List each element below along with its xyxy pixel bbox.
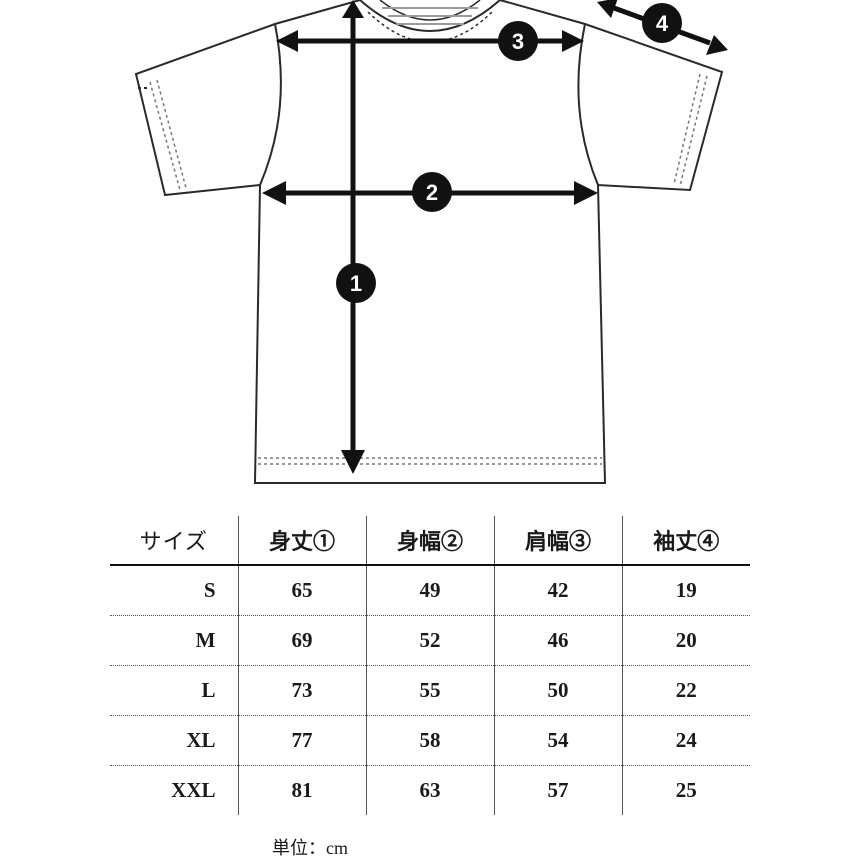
size-label: M — [110, 615, 238, 666]
table-cell: 63 — [365, 765, 494, 815]
table-cell: 57 — [493, 765, 622, 815]
tshirt-measurement-diagram: 1 2 3 4 — [134, 0, 728, 484]
table-cell: 58 — [365, 715, 494, 766]
table-cell: 73 — [237, 665, 366, 716]
table-cell: 81 — [237, 765, 366, 815]
table-row: M 69 52 46 20 — [110, 615, 750, 666]
size-label: XXL — [171, 778, 216, 802]
table-cell: 55 — [365, 665, 494, 716]
badge-2: 2 — [412, 172, 452, 212]
table-cell: 25 — [621, 765, 750, 815]
header-body-width: 身幅② — [365, 516, 494, 566]
badge-1-label: 1 — [350, 271, 362, 296]
badge-3: 3 — [498, 21, 538, 61]
table-cell: 69 — [237, 615, 366, 666]
stitching — [149, 73, 708, 465]
header-size: サイズ — [110, 516, 238, 566]
measure-arrow-1 — [341, 0, 365, 474]
collar — [359, 0, 501, 43]
badge-2-label: 2 — [426, 180, 438, 205]
tshirt-outline — [134, 0, 724, 484]
header-shoulder-width: 肩幅③ — [493, 516, 622, 566]
table-cell: 77 — [237, 715, 366, 766]
unit-note: 単位：cm — [272, 838, 348, 858]
size-label: S — [110, 565, 238, 616]
table-cell: 65 — [237, 565, 366, 616]
table-cell: 54 — [493, 715, 622, 766]
table-cell: 19 — [621, 565, 750, 616]
table-cell: 20 — [621, 615, 750, 666]
table-row: S 65 49 42 19 — [110, 565, 750, 616]
table-header-row: サイズ 身丈① 身幅② 肩幅③ 袖丈④ — [110, 516, 750, 566]
table-cell: 46 — [493, 615, 622, 666]
table-cell: 22 — [621, 665, 750, 716]
table-cell: 49 — [365, 565, 494, 616]
badge-4-label: 4 — [656, 11, 669, 36]
table-cell: 50 — [493, 665, 622, 716]
size-label: L — [110, 665, 238, 716]
table-cell: 24 — [621, 715, 750, 766]
badge-4: 4 — [642, 3, 682, 43]
size-table: サイズ 身丈① 身幅② 肩幅③ 袖丈④ S 65 49 42 19 M 69 5… — [110, 516, 750, 815]
table-row: L 73 55 50 22 — [110, 665, 750, 716]
header-body-length: 身丈① — [237, 516, 366, 566]
badge-1: 1 — [336, 263, 376, 303]
table-cell: 42 — [493, 565, 622, 616]
size-label: XL — [110, 715, 238, 766]
table-row: XL 77 58 54 24 — [110, 715, 750, 766]
table-row: XXL 81 63 57 25 — [110, 765, 750, 815]
badge-3-label: 3 — [512, 29, 524, 54]
header-sleeve-length: 袖丈④ — [621, 516, 750, 566]
table-cell: 52 — [365, 615, 494, 666]
